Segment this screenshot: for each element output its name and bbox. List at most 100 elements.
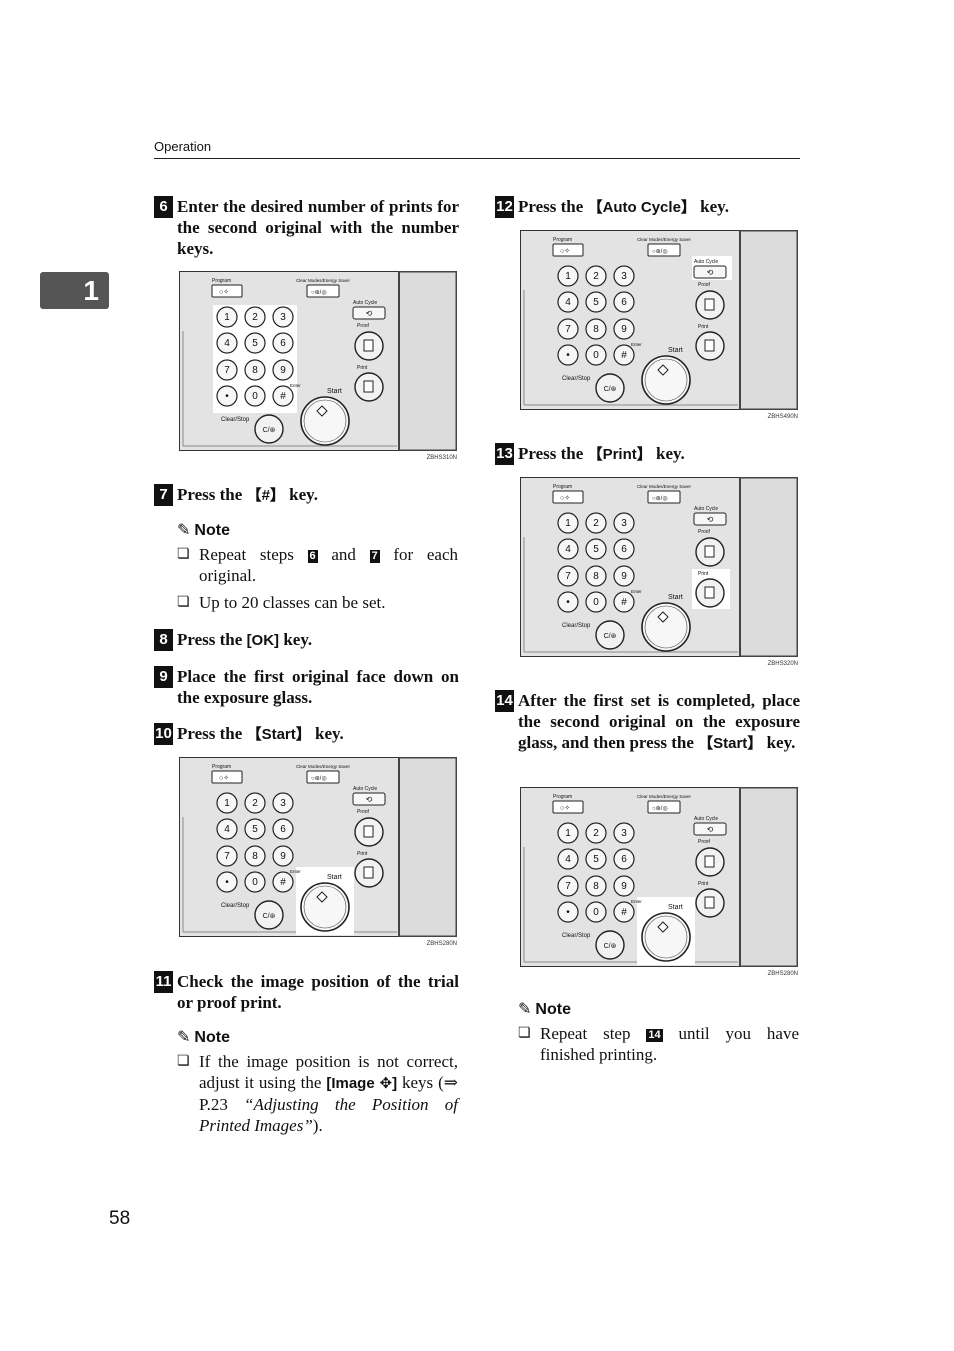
- number-key-label: 9: [280, 365, 286, 376]
- print-key-icon: [363, 380, 374, 393]
- step-text: Enter the desired number of prints for t…: [177, 197, 459, 258]
- program-key-icon: ○✧: [560, 494, 570, 502]
- clear-stop-glyph: C/⊛: [604, 386, 617, 393]
- number-key-label: 3: [621, 828, 627, 839]
- program-label: Program: [212, 764, 231, 770]
- clear-modes-icon: ○⊛/◎: [652, 496, 668, 502]
- ok-key: [OK]: [246, 632, 280, 649]
- number-key: [585, 318, 607, 340]
- number-key: [216, 359, 238, 381]
- number-key: [557, 901, 579, 923]
- number-key-label: 5: [593, 854, 599, 865]
- auto-cycle-label: Auto Cycle: [694, 506, 718, 512]
- number-key: [557, 848, 579, 870]
- start-key-icon: [316, 891, 328, 903]
- proof-key-icon: [704, 545, 715, 558]
- step-14: 14 After the first set is completed, pla…: [495, 690, 800, 752]
- step-8: 8 Press the [OK] key.: [154, 629, 459, 651]
- clear-stop-key: [595, 930, 625, 960]
- number-key: [272, 871, 294, 893]
- number-key: [557, 875, 579, 897]
- number-key-label: 4: [565, 297, 571, 308]
- number-key: [613, 344, 635, 366]
- figure-code: ZBHS490N: [767, 414, 798, 420]
- number-key: [585, 848, 607, 870]
- program-key: [211, 770, 243, 784]
- number-key-label: •: [566, 907, 570, 918]
- number-key: [557, 591, 579, 613]
- start-key: 【Start】: [246, 726, 311, 743]
- number-key: [585, 875, 607, 897]
- clear-stop-glyph: C/⊛: [263, 427, 276, 434]
- proof-key-icon: [704, 298, 715, 311]
- auto-cycle-label: Auto Cycle: [694, 816, 718, 822]
- number-key: [613, 318, 635, 340]
- print-key-icon: [363, 866, 374, 879]
- start-key: [641, 355, 691, 405]
- auto-cycle-icon: ⟲: [707, 515, 714, 524]
- number-key: [244, 332, 266, 354]
- start-key-icon: [657, 364, 669, 376]
- clear-modes-key: [306, 770, 340, 784]
- number-key: [216, 871, 238, 893]
- pencil-icon: ✎: [518, 1001, 532, 1018]
- pencil-icon: ✎: [177, 1029, 191, 1046]
- number-key-label: #: [280, 391, 286, 402]
- number-key: [557, 565, 579, 587]
- number-key-label: 1: [565, 271, 571, 282]
- clear-modes-key: [647, 490, 681, 504]
- auto-cycle-key: [693, 822, 727, 836]
- proof-key-icon: [363, 825, 374, 838]
- side-panel: [739, 477, 798, 657]
- step-12: 12 Press the 【Auto Cycle】 key.: [495, 196, 729, 218]
- auto-cycle-label: Auto Cycle: [353, 300, 377, 306]
- number-key: [272, 332, 294, 354]
- number-key: [557, 344, 579, 366]
- auto-cycle-key: 【Auto Cycle】: [587, 199, 696, 216]
- note-item: If the image position is not cor­rect, a…: [177, 1051, 458, 1136]
- proof-label: Proof: [698, 282, 711, 288]
- note-item: Repeat steps 6 and 7 for each original.: [177, 544, 458, 586]
- number-key-label: 2: [252, 312, 258, 323]
- number-key: [244, 359, 266, 381]
- start-key-ring: [644, 915, 688, 959]
- number-key-label: 6: [280, 338, 286, 349]
- number-key-label: 0: [593, 597, 599, 608]
- header-rule: [154, 158, 800, 159]
- print-key: 【Print】: [587, 446, 652, 463]
- number-key-label: 1: [224, 798, 230, 809]
- start-label: Start: [668, 347, 683, 354]
- number-key: [244, 845, 266, 867]
- number-key-label: 0: [593, 350, 599, 361]
- print-key-icon: [704, 896, 715, 909]
- number-key-label: 4: [224, 338, 230, 349]
- program-label: Program: [553, 484, 572, 490]
- page-number: 58: [109, 1208, 131, 1229]
- number-key-label: 4: [224, 824, 230, 835]
- start-key-ring: [303, 885, 347, 929]
- auto-cycle-icon: ⟲: [366, 795, 373, 804]
- number-key-label: 6: [621, 297, 627, 308]
- image-key: [Image ✥]: [326, 1075, 398, 1092]
- program-label: Program: [212, 278, 231, 284]
- clear-stop-glyph: C/⊛: [263, 913, 276, 920]
- number-key: [613, 512, 635, 534]
- start-key-icon: [657, 611, 669, 623]
- enter-label: Enter: [631, 342, 642, 347]
- clear-modes-label: Clear Modes/Energy Saver: [637, 237, 692, 242]
- number-key-label: 8: [252, 365, 258, 376]
- enter-label: Enter: [290, 869, 301, 874]
- number-key: [272, 385, 294, 407]
- print-label: Print: [698, 571, 709, 577]
- clear-modes-icon: ○⊛/◎: [311, 776, 327, 782]
- number-key-label: •: [566, 597, 570, 608]
- number-key-label: 9: [621, 881, 627, 892]
- number-key-label: 8: [593, 324, 599, 335]
- number-key: [585, 538, 607, 560]
- enter-label: Enter: [290, 383, 301, 388]
- number-key-label: 8: [593, 881, 599, 892]
- clear-stop-glyph: C/⊛: [604, 943, 617, 950]
- print-key-icon: [704, 339, 715, 352]
